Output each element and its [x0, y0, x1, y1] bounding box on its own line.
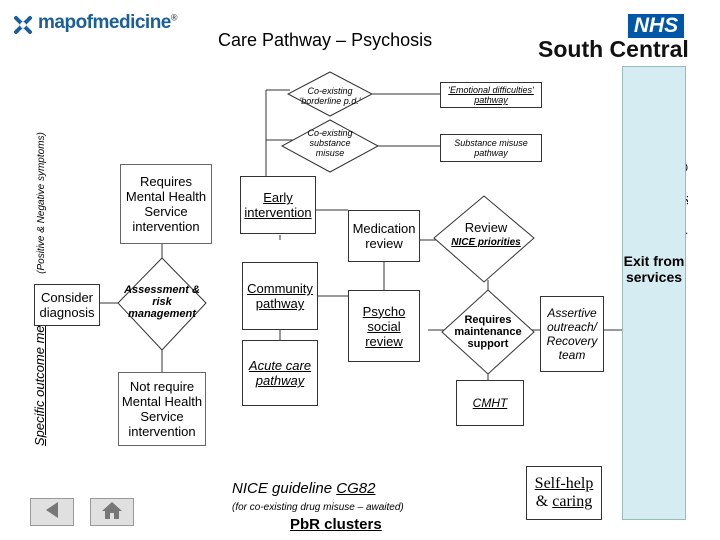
- substance-pathway-label: Substance misuse pathway: [454, 138, 528, 158]
- caring-link[interactable]: caring: [552, 493, 593, 510]
- not-require-mh-label: Not require Mental Health Service interv…: [121, 379, 203, 439]
- community-pathway-label: Community pathway: [247, 281, 313, 311]
- early-intervention-box: Early intervention: [240, 176, 316, 234]
- nice-guideline-code[interactable]: CG82: [336, 480, 376, 497]
- back-button[interactable]: [30, 498, 74, 526]
- mapofmedicine-logo-icon: [12, 14, 34, 36]
- review-diamond: [433, 195, 535, 283]
- brand-trademark: ®: [170, 12, 178, 23]
- early-intervention-label: Early intervention: [244, 190, 312, 220]
- consider-diagnosis-box: Consider diagnosis: [34, 284, 100, 326]
- coexisting-borderline-label: Co-existing 'borderline p.d.': [299, 86, 361, 106]
- exit-services-bar: Exit from services: [622, 66, 686, 520]
- pbr-clusters-link[interactable]: PbR clusters: [290, 516, 382, 533]
- left-axis-sublabel: (Positive & Negative symptoms): [36, 132, 47, 274]
- assertive-outreach-box: Assertive outreach/ Recovery team: [540, 296, 604, 372]
- nice-guideline: NICE guideline CG82: [232, 480, 375, 497]
- not-require-mh-box: Not require Mental Health Service interv…: [118, 372, 206, 446]
- assessment-diamond: [117, 257, 207, 351]
- review-label: Review: [464, 220, 508, 235]
- psycho-social-label: Psycho social review: [362, 303, 406, 349]
- self-help-box: Self-help & caring: [526, 466, 602, 520]
- coexisting-substance-diamond: [280, 119, 380, 173]
- coexisting-substance-label: Co-existing substance misuse: [307, 128, 353, 158]
- exit-label: Exit from services: [623, 253, 685, 285]
- cmht-label: CMHT: [472, 396, 508, 410]
- cmht-box: CMHT: [456, 380, 524, 426]
- acute-care-box: Acute care pathway: [242, 340, 318, 406]
- nice-guideline-prefix: NICE guideline: [232, 480, 333, 497]
- acute-care-label: Acute care pathway: [248, 358, 312, 388]
- brand-text: mapofmedicine: [38, 12, 171, 33]
- medication-review-label: Medication review: [352, 221, 416, 251]
- self-help-line2: & caring: [536, 493, 592, 511]
- requires-maintenance-label: Requires maintenance support: [454, 314, 522, 350]
- nhs-region: South Central: [538, 36, 689, 62]
- page-title: Care Pathway – Psychosis: [218, 30, 433, 50]
- back-arrow-icon: [44, 501, 60, 524]
- coexisting-borderline-diamond: [286, 71, 374, 117]
- assessment-label: Assessment & risk management: [124, 284, 200, 320]
- home-icon: [101, 500, 123, 525]
- psycho-social-box: Psycho social review: [348, 290, 420, 362]
- emotional-pathway-label: 'Emotional difficulties' pathway: [448, 85, 534, 105]
- ampersand: &: [535, 493, 549, 510]
- guideline-note: (for co-existing drug misuse – awaited): [232, 502, 404, 513]
- nice-priorities-label: NICE priorities: [451, 237, 521, 248]
- brand-name: mapofmedicine®: [38, 12, 178, 34]
- community-pathway-box: Community pathway: [242, 262, 318, 330]
- requires-maintenance-diamond: [441, 289, 535, 375]
- substance-pathway-box: Substance misuse pathway: [440, 134, 542, 162]
- nhs-logo: NHS: [628, 14, 684, 38]
- assertive-outreach-label: Assertive outreach/ Recovery team: [546, 306, 598, 362]
- emotional-pathway-box: 'Emotional difficulties' pathway: [440, 82, 542, 108]
- self-help-link[interactable]: Self-help: [534, 475, 594, 492]
- medication-review-box: Medication review: [348, 210, 420, 262]
- requires-mh-label: Requires Mental Health Service intervent…: [125, 174, 207, 234]
- consider-diagnosis-label: Consider diagnosis: [39, 290, 95, 320]
- home-button[interactable]: [90, 498, 134, 526]
- requires-mh-box: Requires Mental Health Service intervent…: [120, 164, 212, 244]
